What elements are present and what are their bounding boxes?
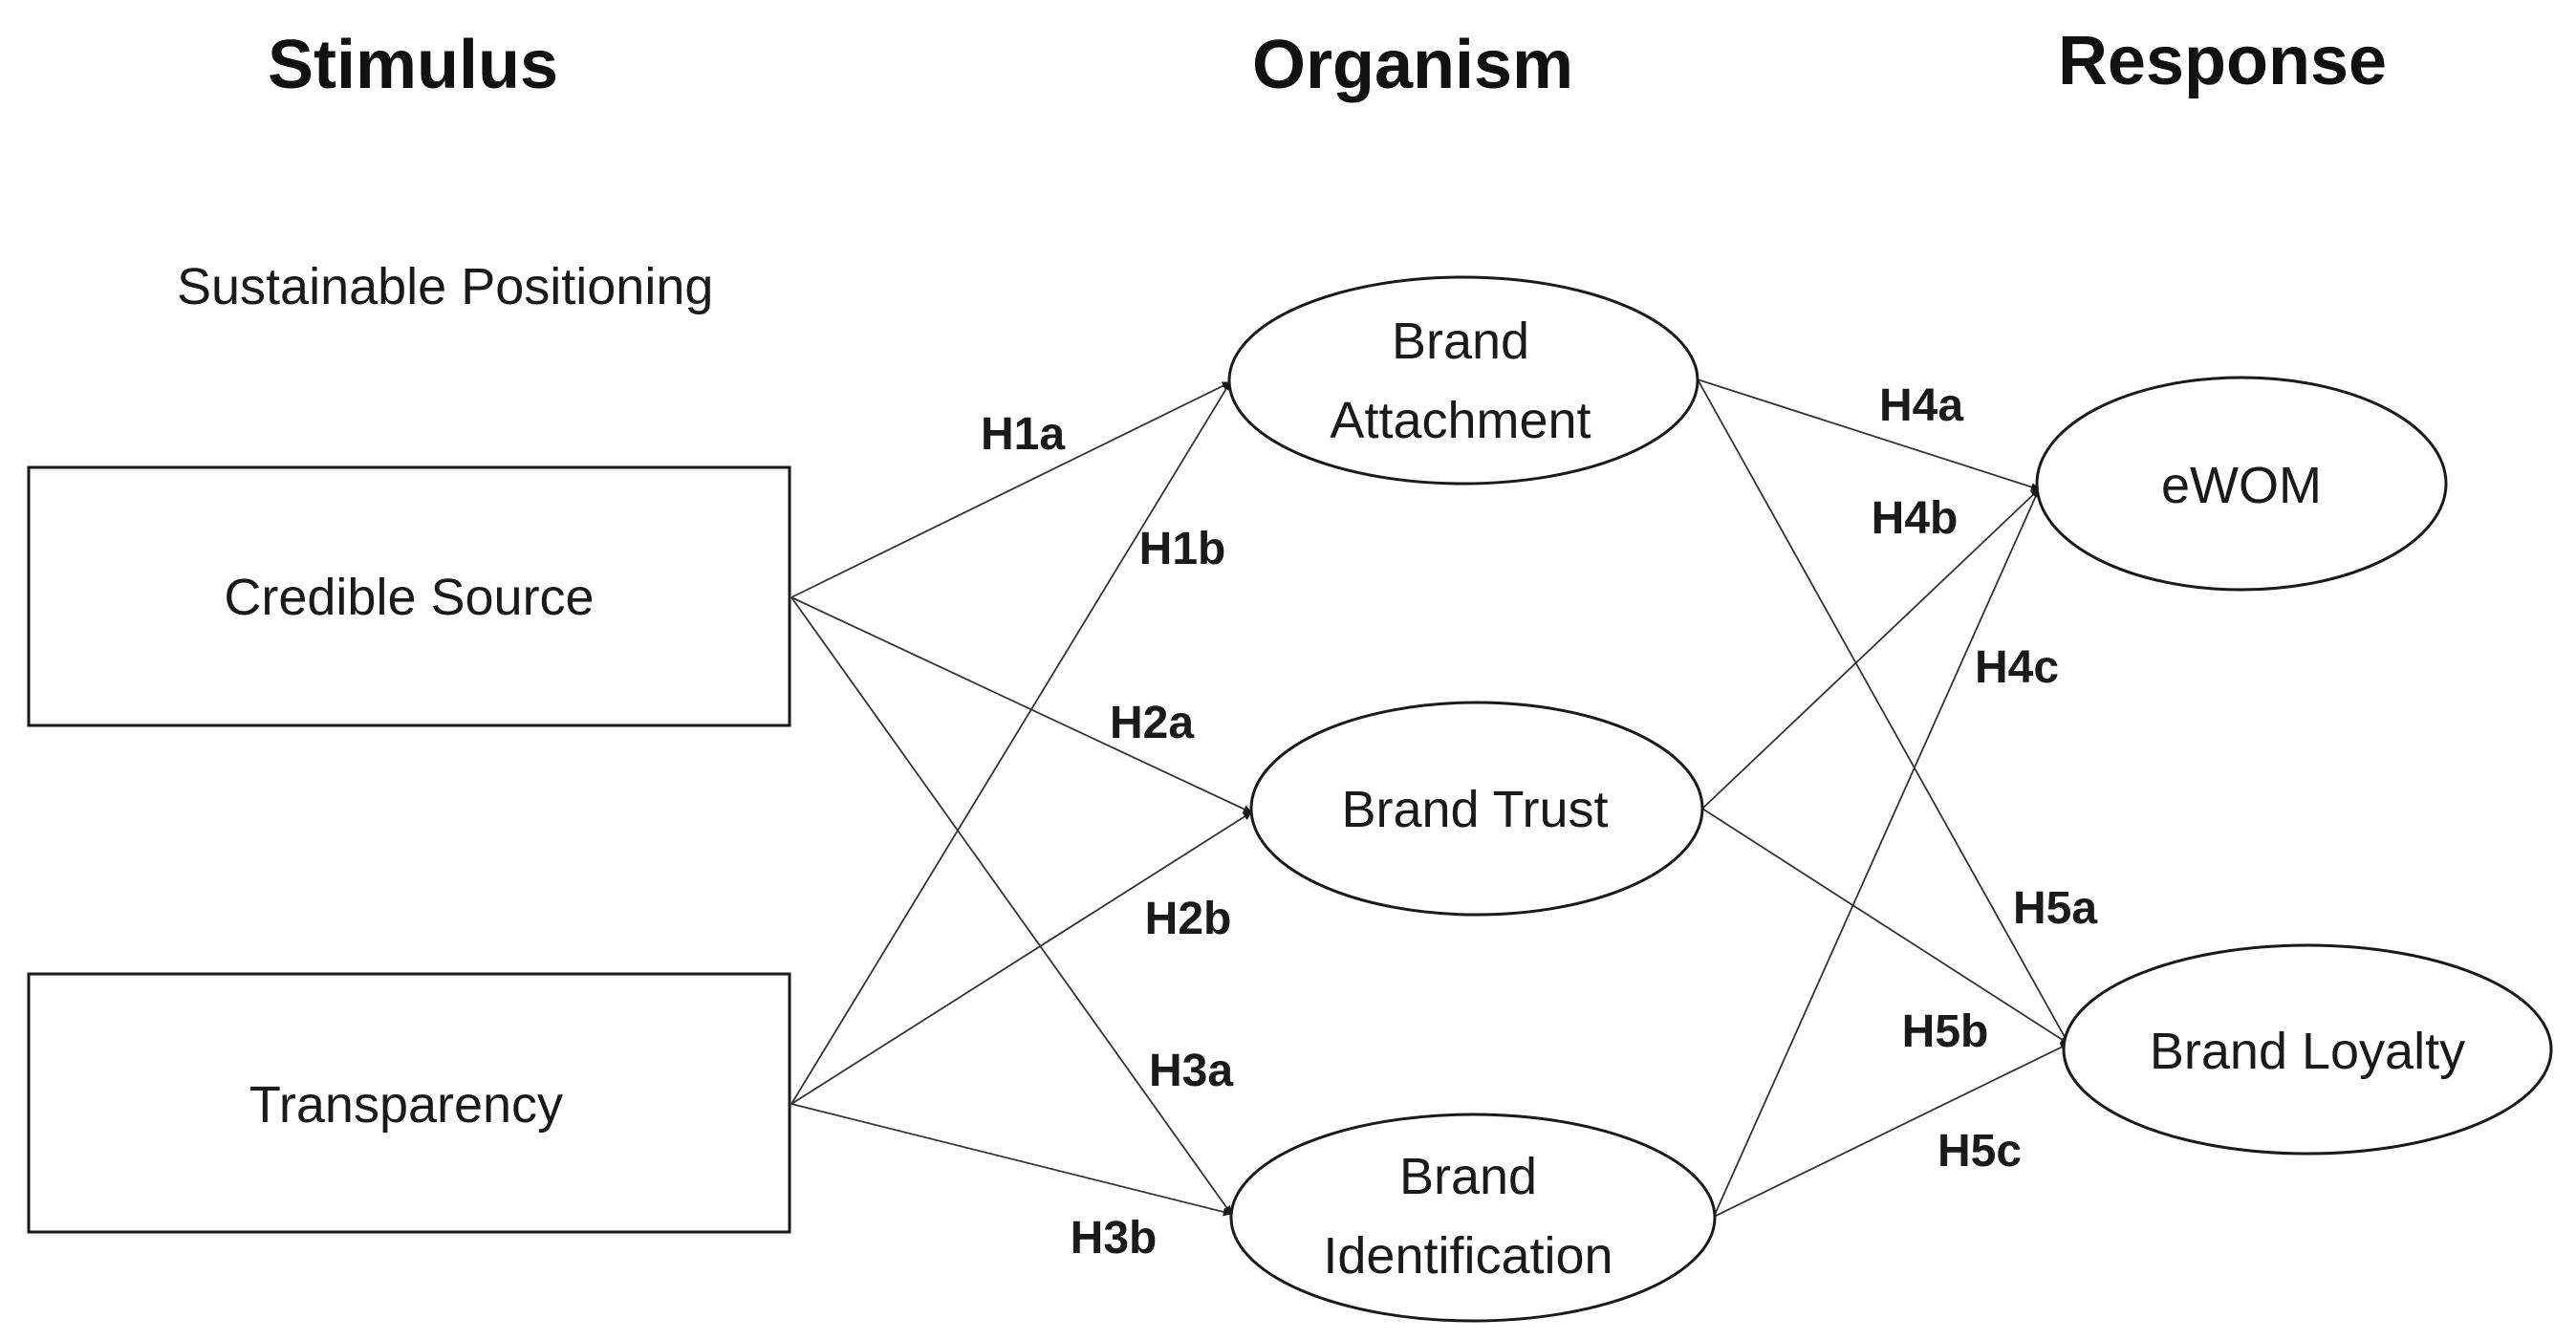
path-h2b-label: H2b bbox=[1145, 894, 1232, 944]
path-h5b-arrow bbox=[1701, 808, 2069, 1045]
node-credible-source: Credible Source bbox=[27, 465, 791, 727]
path-h5c-arrow bbox=[1713, 1043, 2069, 1218]
path-h5a-arrow bbox=[1697, 378, 2069, 1045]
hypothesis-paths bbox=[790, 378, 2069, 1218]
node-brand-attachment-label-line1: Brand bbox=[1392, 313, 1529, 370]
path-h2a-label: H2a bbox=[1110, 698, 1194, 748]
path-h4c-arrow bbox=[1713, 488, 2040, 1218]
node-brand-loyalty: Brand Loyalty bbox=[2062, 943, 2553, 1156]
node-transparency-label: Transparency bbox=[249, 1076, 563, 1134]
response-header: Response bbox=[2058, 23, 2387, 99]
path-h4b-arrow bbox=[1701, 488, 2040, 810]
path-h3a-arrow bbox=[790, 596, 1232, 1215]
path-h4b-label: H4b bbox=[1872, 493, 1959, 544]
node-credible-source-label: Credible Source bbox=[224, 569, 594, 626]
node-brand-identification-label-line1: Brand bbox=[1399, 1148, 1537, 1205]
path-h1a-arrow bbox=[790, 381, 1231, 598]
sustainable-positioning-caption: Sustainable Positioning bbox=[177, 258, 713, 315]
node-brand-trust-label: Brand Trust bbox=[1341, 781, 1608, 838]
path-h4c-label: H4c bbox=[1975, 642, 2059, 693]
node-brand-attachment-label-line2: Attachment bbox=[1330, 392, 1591, 449]
path-h3b-arrow bbox=[790, 1103, 1232, 1217]
stimulus-header: Stimulus bbox=[268, 27, 558, 103]
path-h1b-label: H1b bbox=[1139, 524, 1226, 574]
node-transparency: Transparency bbox=[27, 972, 791, 1234]
path-h2b-arrow bbox=[790, 811, 1252, 1105]
path-h4a-label: H4a bbox=[1879, 380, 1963, 431]
path-h5b-label: H5b bbox=[1902, 1006, 1989, 1057]
path-h1b-arrow bbox=[790, 381, 1231, 1105]
node-brand-identification-label-line2: Identification bbox=[1323, 1227, 1613, 1285]
node-brand-attachment: Brand Attachment bbox=[1227, 275, 1699, 486]
path-h3a-label: H3a bbox=[1149, 1046, 1233, 1096]
path-h4a-arrow bbox=[1697, 378, 2040, 491]
node-brand-identification: Brand Identification bbox=[1229, 1113, 1717, 1323]
path-h3b-label: H3b bbox=[1071, 1213, 1158, 1264]
path-h5a-label: H5a bbox=[2013, 883, 2097, 934]
organism-header: Organism bbox=[1252, 27, 1573, 103]
node-brand-loyalty-label: Brand Loyalty bbox=[2150, 1023, 2465, 1080]
path-h5c-label: H5c bbox=[1937, 1126, 2022, 1177]
node-ewom-label: eWOM bbox=[2161, 457, 2322, 514]
node-brand-trust: Brand Trust bbox=[1249, 701, 1704, 917]
path-h1a-label: H1a bbox=[981, 409, 1065, 460]
path-h2a-arrow bbox=[790, 596, 1252, 813]
node-ewom: eWOM bbox=[2035, 376, 2448, 592]
